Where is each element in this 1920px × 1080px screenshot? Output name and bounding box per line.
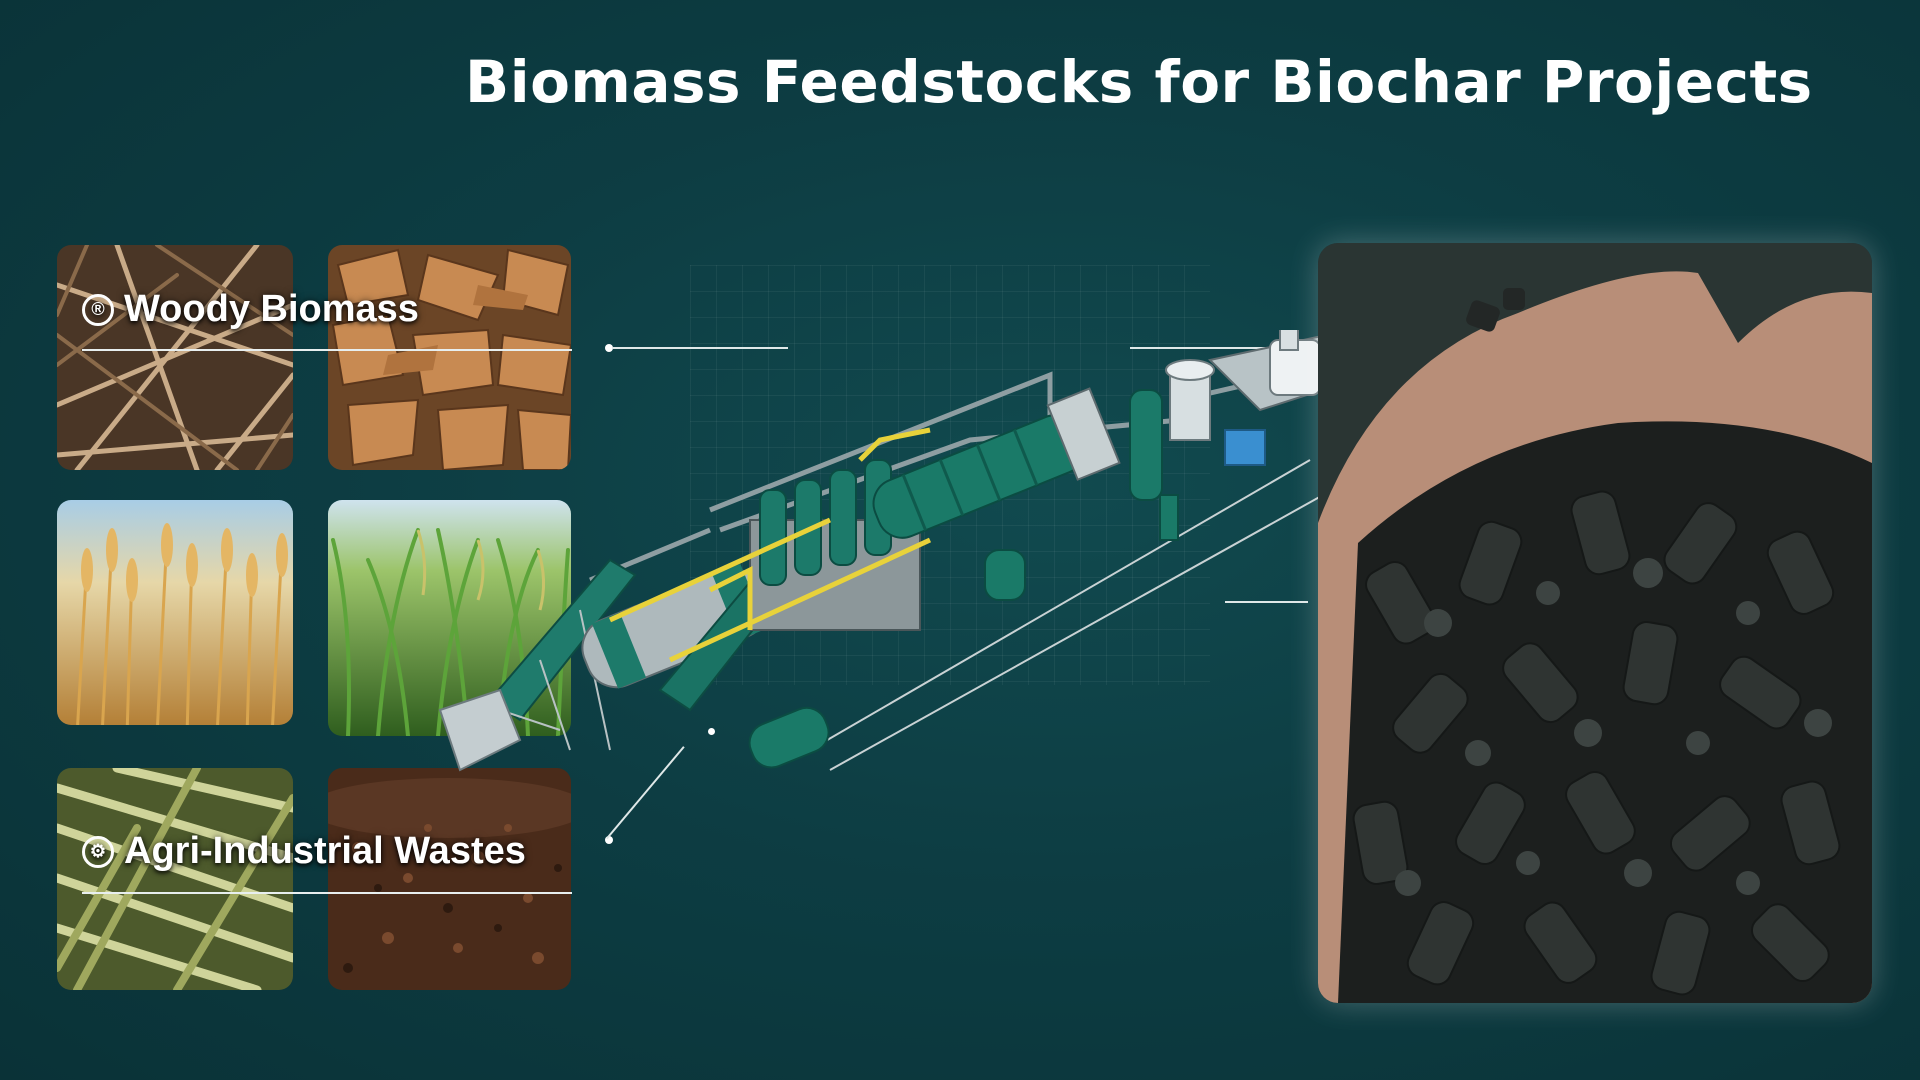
connector-dot-top: [605, 344, 613, 352]
soil-compost-image: [328, 768, 571, 990]
connector-dot-mid: [708, 728, 715, 735]
gear-icon: ⚙: [82, 835, 114, 868]
page-title: Biomass Feedstocks for Biochar Projects: [465, 48, 1813, 116]
connector-line-right: [1225, 601, 1308, 603]
wheat-field-image: [57, 500, 293, 725]
bagasse-stalks-image: [57, 768, 293, 990]
agri-underline: [82, 892, 572, 894]
category-label-agri: ⚙ Agri-Industrial Wastes: [82, 830, 526, 873]
connector-line-top-left: [612, 347, 788, 349]
connector-line-top-right: [1130, 347, 1300, 349]
biochar-pellets-image: [1318, 243, 1872, 1003]
registered-icon: ®: [82, 293, 114, 326]
woody-biomass-label: Woody Biomass: [124, 288, 419, 330]
woody-underline: [82, 349, 572, 351]
connector-dot-bottom: [605, 836, 613, 844]
wood-chips-image: [328, 245, 571, 470]
category-label-woody: ® Woody Biomass: [82, 288, 419, 331]
pyrolysis-plant-diagram: [410, 309, 1400, 790]
agri-industrial-wastes-label: Agri-Industrial Wastes: [124, 830, 526, 872]
branches-image: [57, 245, 293, 470]
